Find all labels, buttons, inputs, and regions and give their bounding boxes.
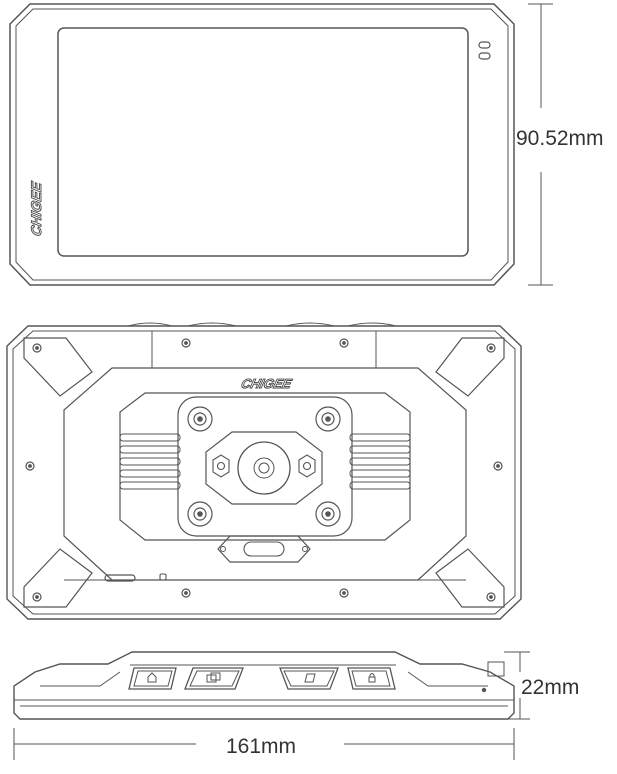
bottom-connector-housing [217,535,311,563]
home-icon [147,672,157,683]
front-screen [57,27,469,257]
bottom-connector-slot [243,541,285,557]
side-buttons [128,667,396,690]
corner-pads [23,337,505,608]
usb-port [104,574,136,582]
height-dimension [528,3,553,286]
light-sensor-lower [478,52,491,60]
front-view: CHIGEE [9,3,515,286]
small-port [159,573,167,581]
top-raised-plate [151,330,377,369]
side-view [13,651,515,720]
back-outer-frame [6,325,522,620]
corner-screws [25,338,503,602]
mount-screws [187,406,341,527]
corner-pad-bottom-left [23,548,93,608]
multiwindow-button [184,667,244,690]
back-inner-frame [12,330,516,615]
height-dimension-label: 90.52mm [516,127,604,151]
heatsink-fins-left [119,433,181,490]
power-button [347,667,396,690]
corner-pad-top-left [23,337,93,397]
back-recess-octagon [63,367,467,581]
width-dimension-label: 161mm [226,735,297,759]
navigation-icon [304,673,316,683]
corner-pad-top-right [435,337,505,397]
heatsink-housing [119,392,411,541]
corner-pad-bottom-right [435,548,505,608]
front-brand-logo: CHIGEE [28,180,44,238]
back-view: CHIGEE [6,322,522,620]
navigation-button [279,667,339,690]
center-hub-plate [205,431,323,505]
depth-dimension-label: 22mm [521,676,580,700]
home-button [128,667,177,690]
lock-icon [368,673,376,683]
side-body [13,651,515,720]
heatsink-fins-right [349,433,411,490]
front-outer-frame [9,3,515,286]
depth-dimension [504,651,530,720]
center-connector-inner [253,457,275,479]
front-inner-frame [15,8,509,281]
top-mount-tabs [127,322,397,327]
center-connector-core [258,462,270,474]
light-sensor-upper [478,41,491,49]
center-connector-outer [237,441,291,495]
back-brand-logo: CHIGEE [240,376,295,391]
width-dimension [13,728,515,760]
hub-hex-nuts [212,454,316,478]
